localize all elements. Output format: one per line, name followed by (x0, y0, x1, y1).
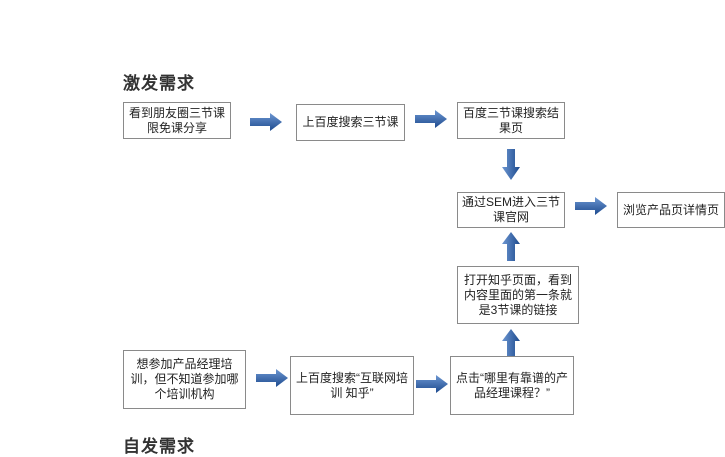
node-friends-share: 看到朋友圈三节课限免课分享 (123, 102, 231, 139)
arrow-right-2 (415, 110, 447, 128)
node-click-zhihu-question: 点击“哪里有靠谱的产品经理课程？” (450, 356, 574, 415)
arrow-down-1 (502, 149, 520, 180)
node-baidu-results-page: 百度三节课搜索结果页 (457, 102, 565, 139)
arrow-right-1 (250, 113, 282, 131)
section-title-spontaneous-demand: 自发需求 (123, 437, 195, 456)
arrow-right-5 (416, 375, 448, 393)
node-zhihu-page-link: 打开知乎页面，看到内容里面的第一条就是3节课的链接 (457, 266, 579, 324)
node-browse-product-page: 浏览产品页详情页 (617, 192, 725, 228)
node-baidu-search-sanjieke: 上百度搜索三节课 (296, 104, 405, 141)
arrow-up-1 (502, 232, 520, 261)
section-title-triggered-demand: 激发需求 (123, 74, 195, 93)
node-want-pm-training: 想参加产品经理培训，但不知道参加哪个培训机构 (123, 350, 246, 409)
arrow-up-2 (502, 329, 520, 356)
node-baidu-search-zhihu: 上百度搜索“互联网培训 知乎” (290, 356, 414, 415)
arrow-right-4 (256, 369, 288, 387)
node-sem-official-site: 通过SEM进入三节课官网 (457, 192, 565, 228)
arrow-right-3 (575, 197, 607, 215)
